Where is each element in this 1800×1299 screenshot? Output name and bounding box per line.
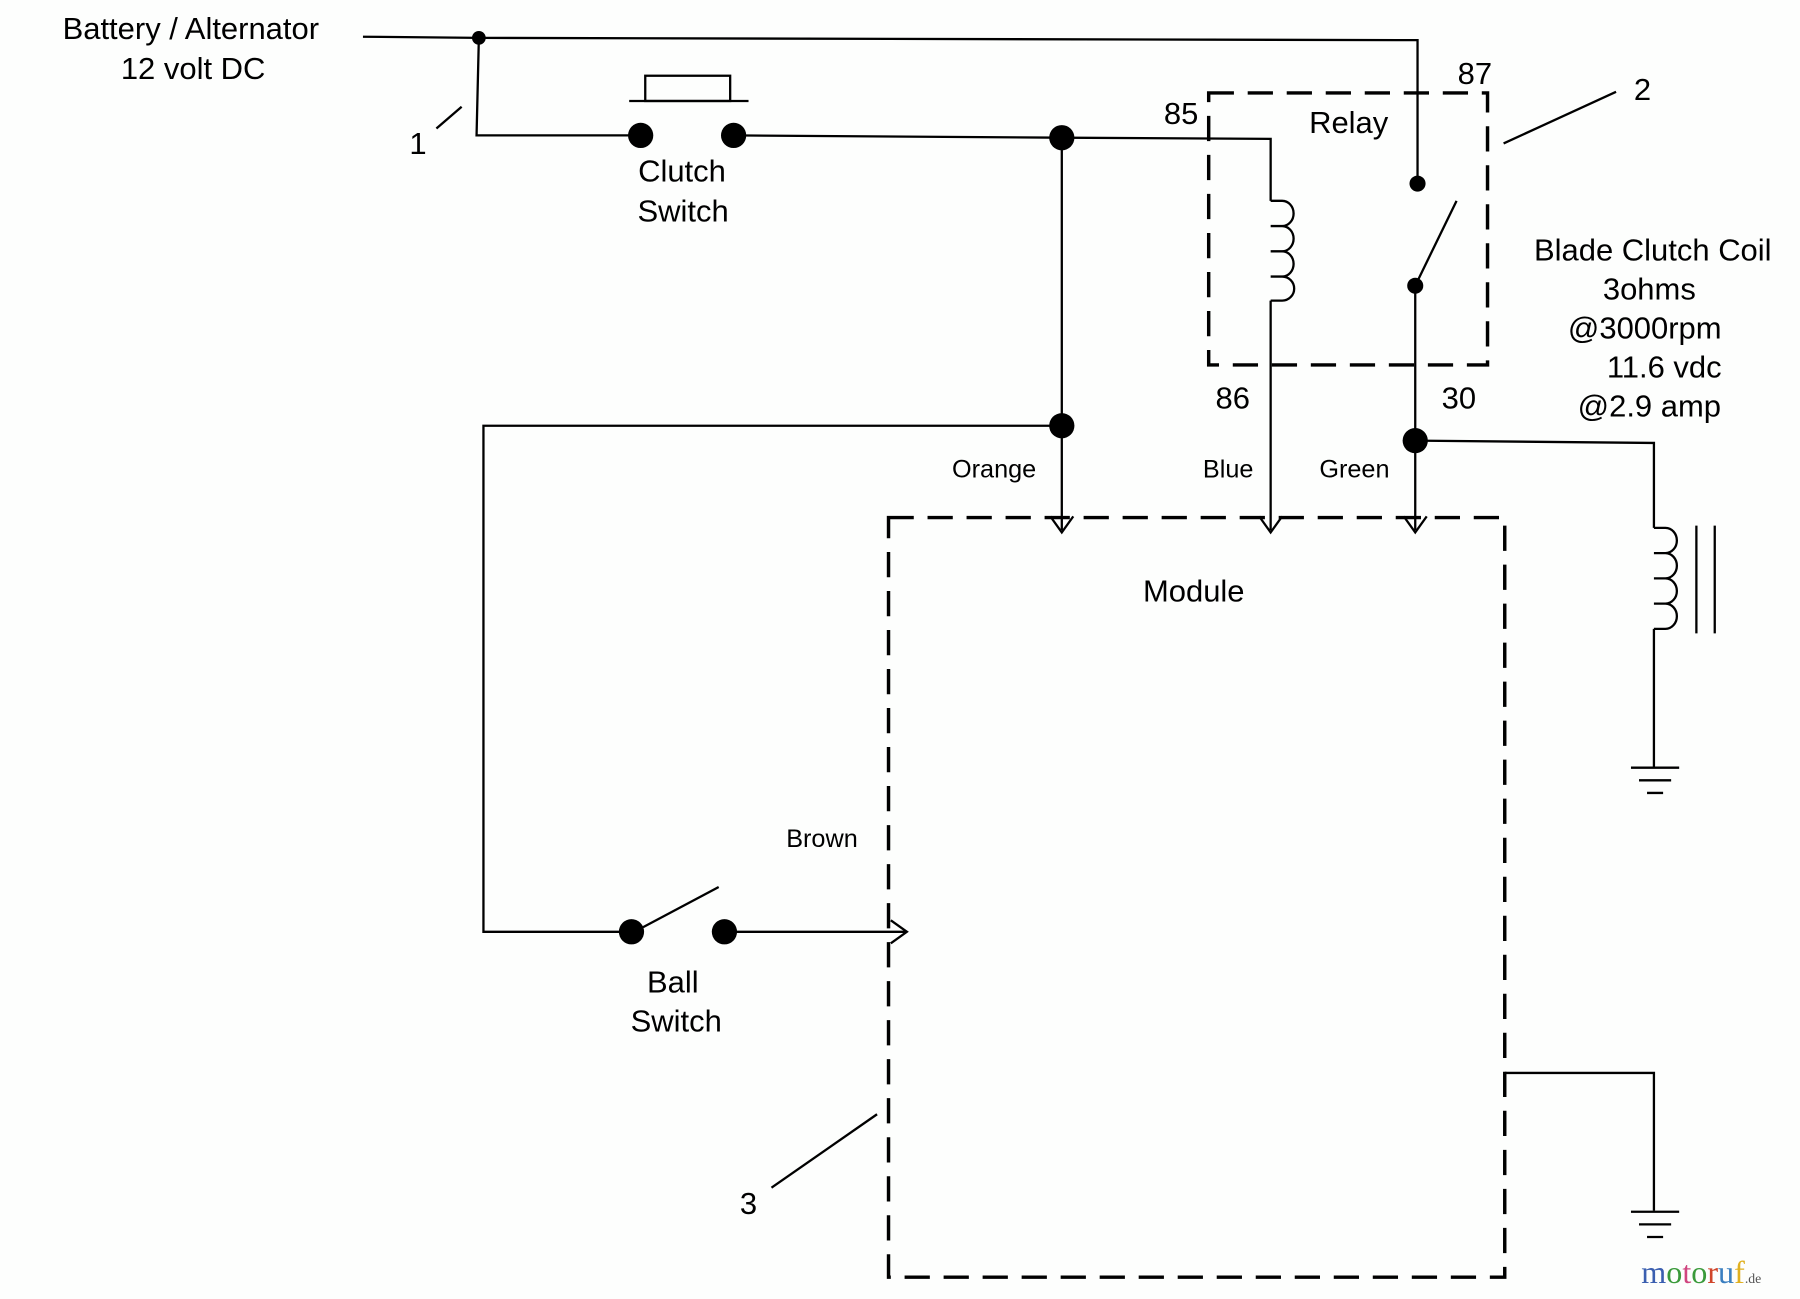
- coil-label: 3ohms: [1603, 272, 1696, 307]
- relay-coil: [1270, 199, 1296, 302]
- coil-label: 11.6 vdc: [1607, 350, 1722, 385]
- ground-icon: [1630, 1210, 1680, 1239]
- pin-30: 30: [1442, 381, 1476, 416]
- relay-title: Relay: [1309, 105, 1389, 140]
- coil-label: Blade Clutch Coil: [1534, 232, 1772, 267]
- clutch-coil: [1653, 526, 1679, 630]
- pin-86: 86: [1216, 381, 1250, 416]
- arrow-icons: [890, 515, 1428, 945]
- ball-switch-label: Ball: [647, 965, 699, 1000]
- callout-3: 3: [740, 1186, 757, 1221]
- callout-1: 1: [409, 126, 426, 161]
- module-title: Module: [1143, 573, 1245, 608]
- wire-blue-label: Blue: [1203, 455, 1254, 483]
- wire-green-label: Green: [1319, 455, 1389, 483]
- relay-box: [1206, 91, 1490, 367]
- ball-switch-blade: [642, 886, 720, 929]
- source-label: 12 volt DC: [121, 51, 266, 86]
- ball-switch-label: Switch: [631, 1004, 722, 1039]
- coil-label: @2.9 amp: [1578, 389, 1721, 424]
- relay-switch-blade: [1414, 200, 1458, 287]
- wires: [362, 35, 1716, 1211]
- clutch-switch-label: Clutch: [638, 153, 726, 188]
- watermark-logo: motoruf.de: [1641, 1254, 1761, 1290]
- coil-label: @3000rpm: [1568, 311, 1722, 346]
- pin-85: 85: [1164, 96, 1198, 131]
- source-label: Battery / Alternator: [63, 11, 319, 46]
- callout-2: 2: [1634, 72, 1651, 107]
- clutch-switch: [628, 74, 749, 149]
- ground-icon: [1630, 766, 1680, 795]
- callout-leaders: [435, 90, 1617, 1189]
- module-box: [886, 515, 1507, 1279]
- wire-orange-label: Orange: [952, 455, 1036, 483]
- wire-brown-label: Brown: [786, 825, 858, 853]
- pin-87: 87: [1458, 56, 1492, 91]
- junction-dots: [471, 30, 1428, 945]
- clutch-switch-label: Switch: [638, 193, 729, 228]
- svg-text:motoruf.de: motoruf.de: [1641, 1254, 1761, 1290]
